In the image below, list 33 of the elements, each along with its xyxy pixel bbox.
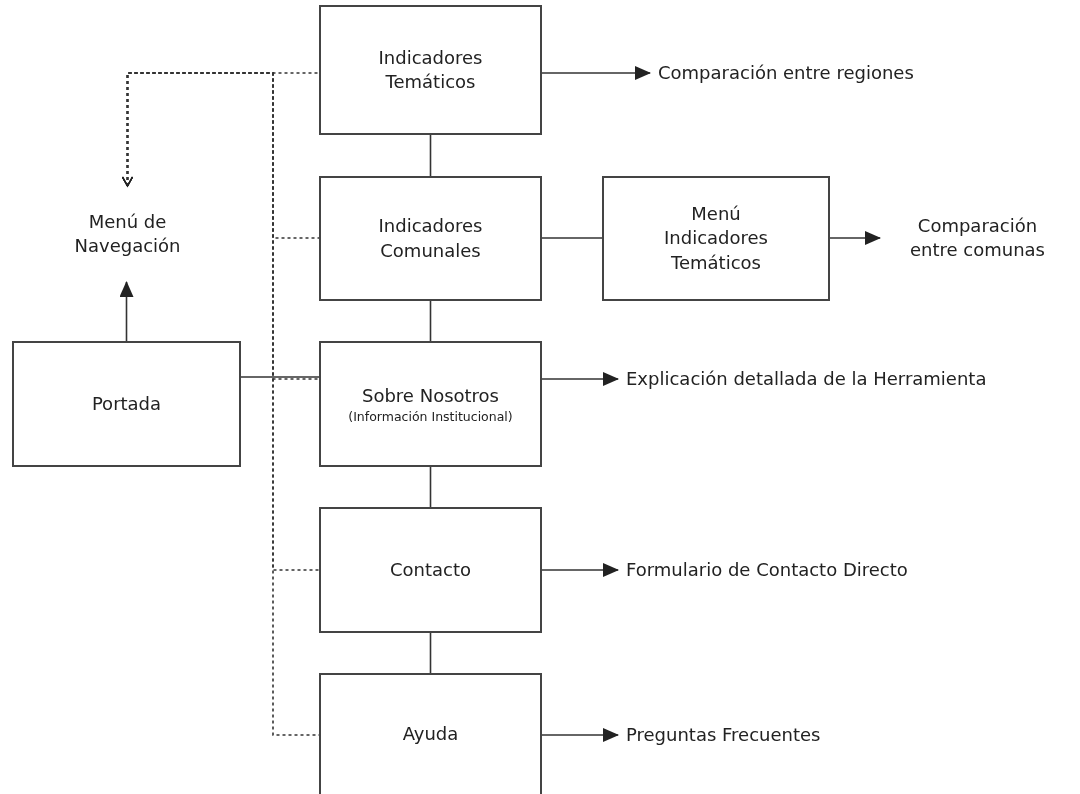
node-text: Portada	[91, 391, 162, 416]
node-text: Sobre Nosotros	[362, 384, 499, 409]
node-text: Comparación entre regiones	[658, 60, 914, 85]
node-text: Menú de Navegación	[73, 209, 182, 258]
arrow	[541, 563, 619, 577]
process-box	[319, 176, 542, 301]
process-box	[12, 341, 241, 467]
process-box	[602, 176, 830, 301]
arrow	[829, 231, 881, 245]
node-subtext: (Información Institucional)	[348, 408, 513, 424]
node-text: Preguntas Frecuentes	[626, 722, 821, 747]
process-box	[319, 507, 542, 633]
process-box	[319, 5, 542, 135]
connector-line	[429, 134, 432, 177]
arrow	[119, 281, 134, 342]
node-text: Formulario de Contacto Directo	[626, 557, 908, 582]
node-text: Menú Indicadores Temáticos	[663, 202, 769, 275]
connector-line	[429, 466, 432, 508]
connector-line	[429, 632, 432, 674]
connector-line	[240, 376, 320, 378]
process-box	[319, 341, 542, 467]
arrow	[541, 728, 619, 742]
node-text: Indicadores Comunales	[377, 214, 484, 263]
node-text: Contacto	[389, 557, 471, 582]
connector-line	[541, 237, 603, 239]
arrow	[541, 66, 651, 80]
node-text: Ayuda	[402, 722, 459, 747]
node-text: Comparación entre comunas	[909, 213, 1046, 262]
node-text: Explicación detallada de la Herramienta	[626, 366, 987, 391]
arrow	[541, 372, 619, 386]
connector-line	[429, 300, 432, 342]
process-box	[319, 673, 542, 794]
node-text: Indicadores Temáticos	[377, 45, 484, 94]
